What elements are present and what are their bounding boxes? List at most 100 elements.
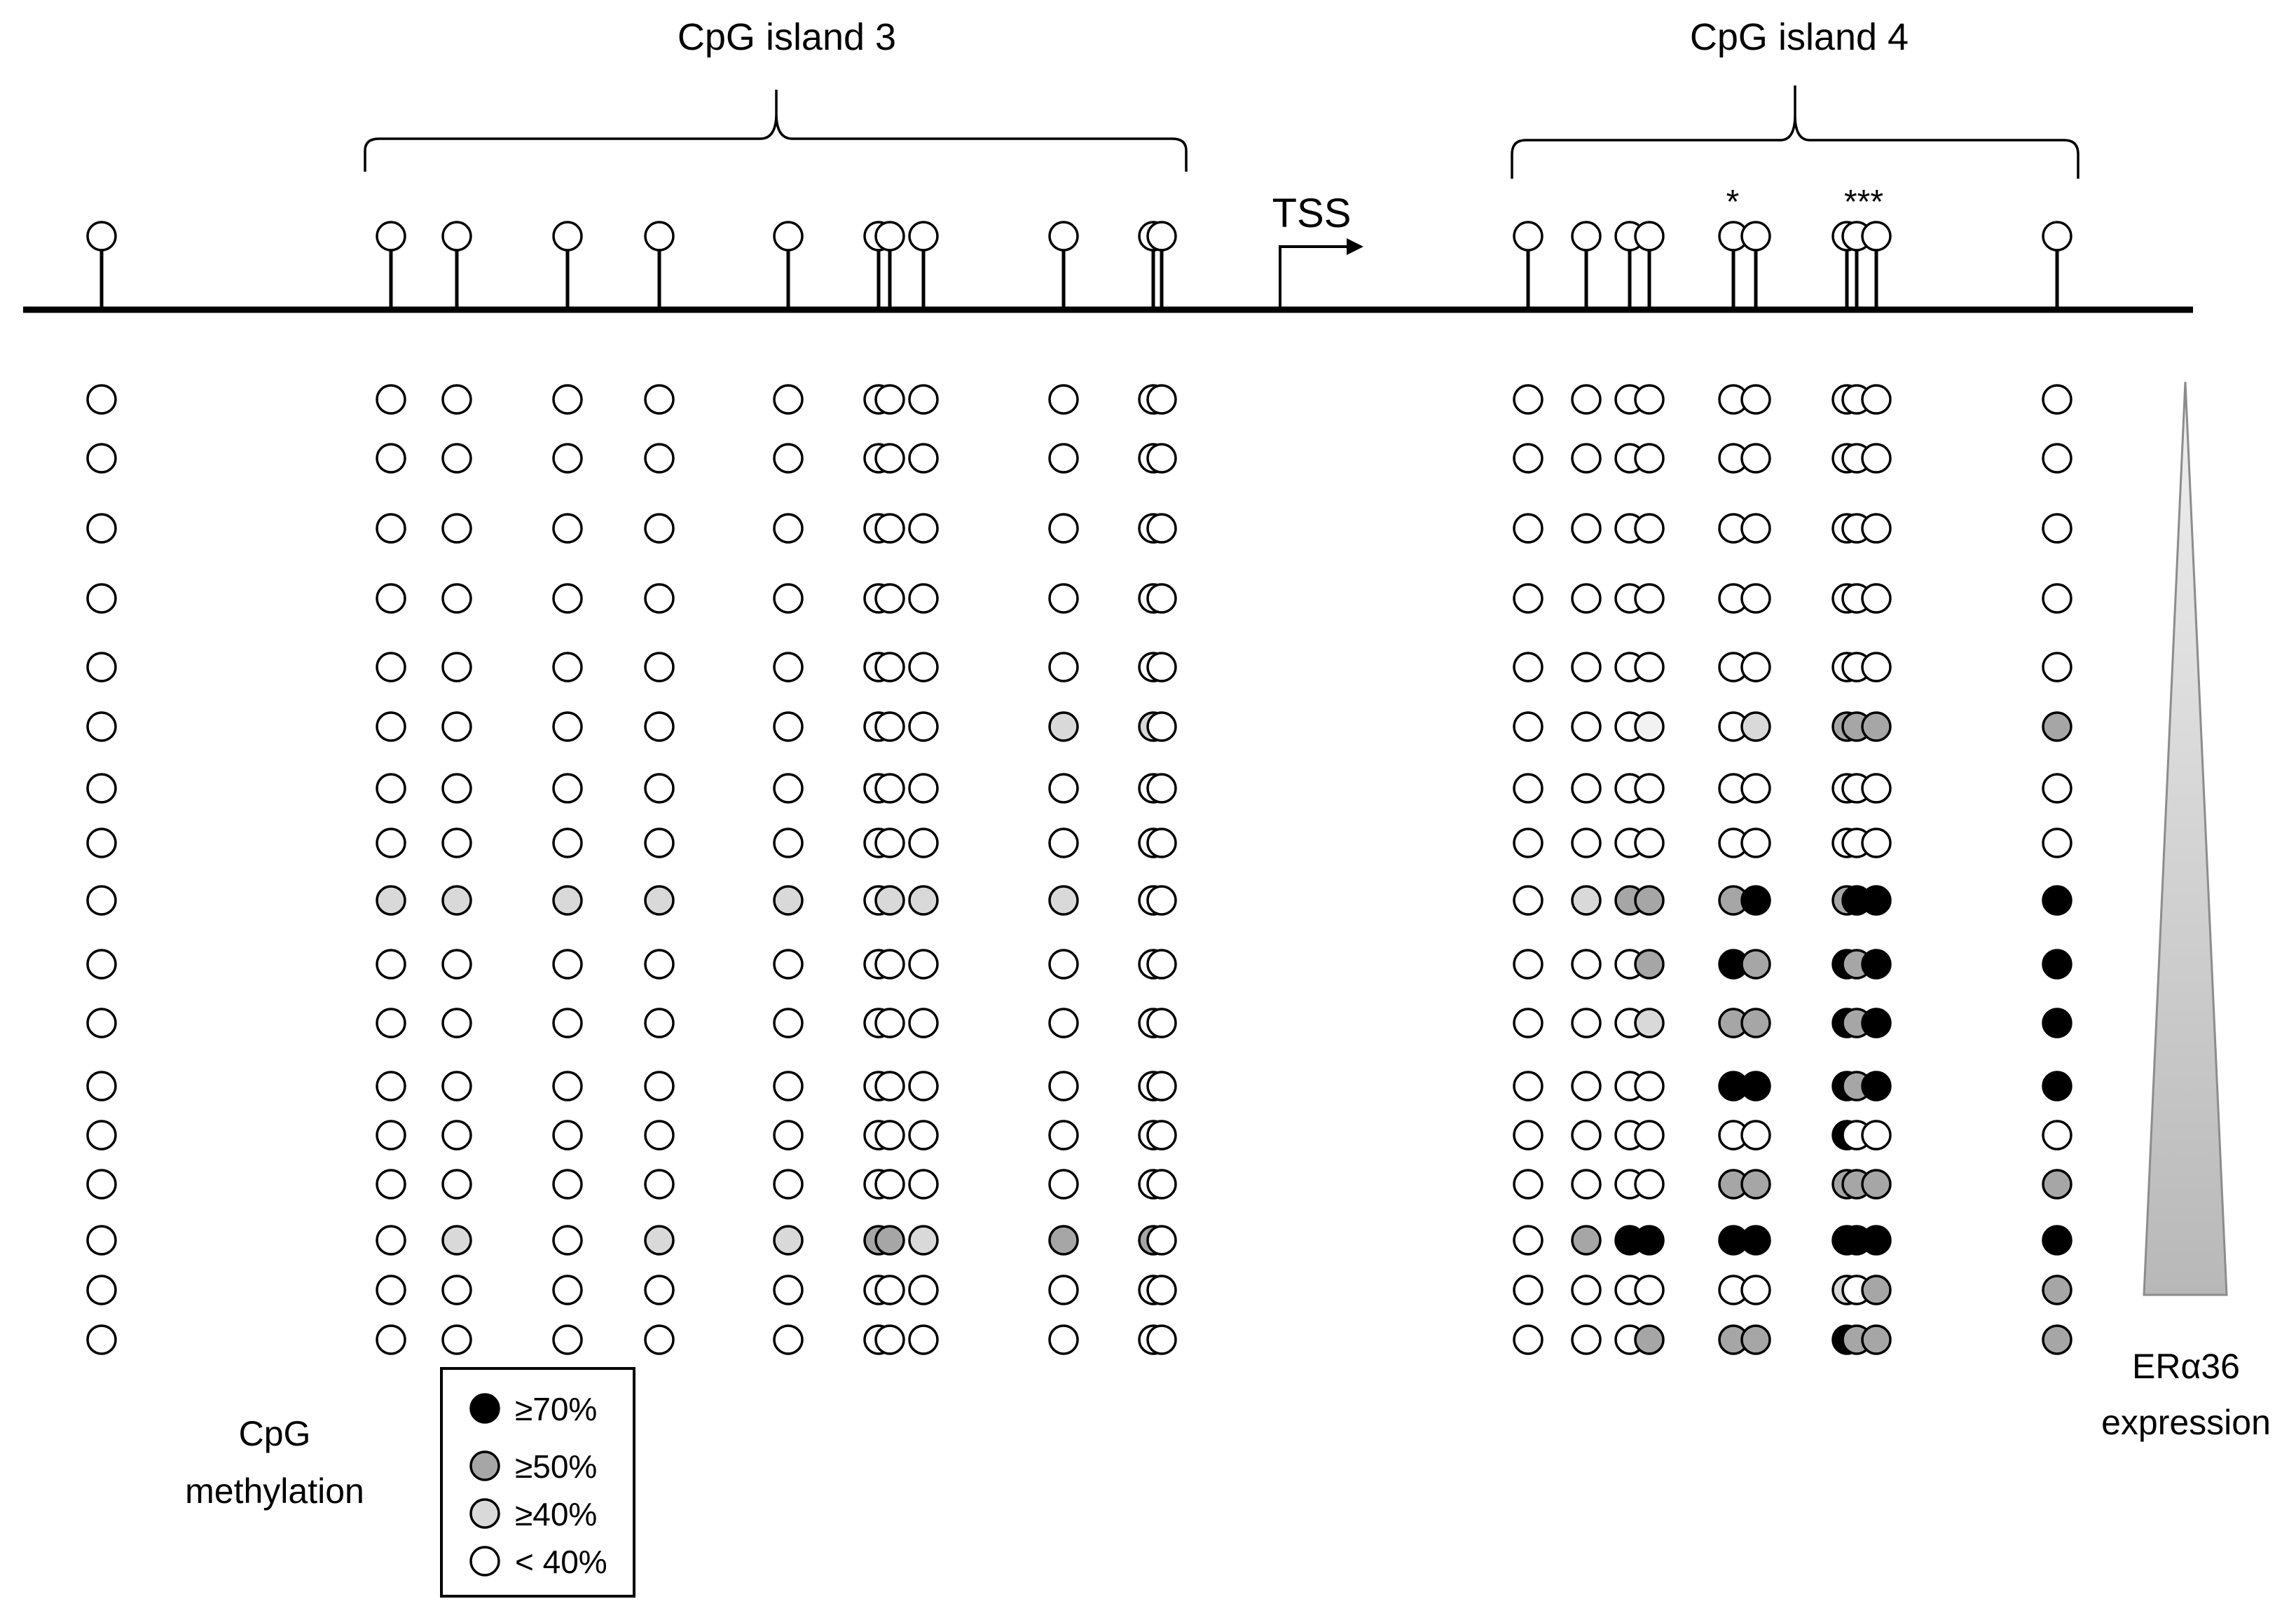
methylation-circle: [1861, 885, 1892, 916]
methylation-circle: [874, 828, 905, 858]
cpg-site-head: [1740, 221, 1771, 252]
methylation-circle: [1740, 583, 1771, 614]
legend-swatch-dark: [469, 1450, 500, 1481]
methylation-circle: [1048, 583, 1079, 614]
cpg-site-head: [908, 221, 939, 252]
methylation-circle: [86, 1120, 117, 1151]
methylation-circle: [1571, 1275, 1602, 1305]
methylation-circle: [441, 384, 472, 415]
methylation-circle: [441, 513, 472, 544]
methylation-circle: [644, 1275, 675, 1305]
methylation-circle: [908, 1008, 939, 1038]
methylation-circle: [1740, 1071, 1771, 1101]
methylation-circle: [2042, 949, 2072, 980]
methylation-circle: [376, 828, 406, 858]
methylation-circle: [1861, 711, 1892, 742]
methylation-circle: [874, 652, 905, 682]
methylation-circle: [1513, 652, 1544, 682]
methylation-circle: [1740, 828, 1771, 858]
legend-label-light: ≥40%: [515, 1496, 597, 1532]
methylation-circle: [441, 1071, 472, 1101]
cpg-site-head: [1146, 221, 1177, 252]
methylation-circle: [441, 773, 472, 804]
legend-label-black: ≥70%: [515, 1391, 597, 1427]
methylation-circle: [1146, 1008, 1177, 1038]
methylation-circle: [1861, 1008, 1892, 1038]
methylation-circle: [1146, 885, 1177, 916]
methylation-circle: [773, 1120, 804, 1151]
cpg-site-head: [1048, 221, 1079, 252]
methylation-circle: [2042, 1225, 2072, 1256]
methylation-circle: [644, 384, 675, 415]
methylation-circle: [552, 1275, 583, 1305]
methylation-circle: [1861, 652, 1892, 682]
methylation-circle: [1048, 1225, 1079, 1256]
legend-entries: ≥70%≥50%≥40%< 40%: [469, 1391, 607, 1580]
methylation-circle: [644, 1225, 675, 1256]
methylation-circle: [552, 1008, 583, 1038]
methylation-circle: [1571, 513, 1602, 544]
methylation-circle: [1048, 1120, 1079, 1151]
methylation-circle: [1861, 949, 1892, 980]
methylation-circle: [773, 1275, 804, 1305]
methylation-circle: [1634, 1008, 1665, 1038]
methylation-circle: [1861, 773, 1892, 804]
methylation-circle: [376, 652, 406, 682]
methylation-circle: [1146, 1071, 1177, 1101]
methylation-circle: [644, 583, 675, 614]
tss-arrowhead: [1347, 238, 1363, 255]
methylation-circle: [874, 1275, 905, 1305]
methylation-circle: [644, 773, 675, 804]
methylation-circle: [86, 949, 117, 980]
legend-swatch-black: [469, 1393, 500, 1424]
methylation-circle: [1861, 384, 1892, 415]
methylation-circle: [86, 1169, 117, 1200]
methylation-circle: [1740, 1008, 1771, 1038]
methylation-circle: [552, 711, 583, 742]
methylation-circle: [1513, 828, 1544, 858]
methylation-circle: [441, 885, 472, 916]
methylation-circle: [644, 1008, 675, 1038]
methylation-circle: [1634, 1275, 1665, 1305]
methylation-circle: [1740, 513, 1771, 544]
methylation-circle: [1146, 711, 1177, 742]
expression-label-line1: ERα36: [2132, 1347, 2240, 1386]
methylation-rows: [86, 384, 2072, 1355]
methylation-circle: [908, 1120, 939, 1151]
methylation-circle: [376, 1324, 406, 1355]
methylation-circle: [1146, 384, 1177, 415]
methylation-circle: [552, 1071, 583, 1101]
methylation-circle: [1146, 828, 1177, 858]
cpg-site-head: [1513, 221, 1544, 252]
island-3-brace: [364, 90, 1188, 172]
methylation-circle: [1740, 1275, 1771, 1305]
methylation-circle: [644, 443, 675, 474]
methylation-circle: [874, 1071, 905, 1101]
methylation-circle: [86, 1324, 117, 1355]
legend-label-white: < 40%: [515, 1544, 607, 1580]
methylation-circle: [1571, 1071, 1602, 1101]
methylation-circle: [1048, 443, 1079, 474]
methylation-circle: [441, 1008, 472, 1038]
methylation-circle: [1146, 513, 1177, 544]
methylation-circle: [1513, 583, 1544, 614]
methylation-circle: [644, 885, 675, 916]
methylation-circle: [1571, 1169, 1602, 1200]
methylation-circle: [86, 885, 117, 916]
methylation-circle: [376, 1275, 406, 1305]
methylation-circle: [1634, 1120, 1665, 1151]
methylation-circle: [1513, 443, 1544, 474]
methylation-circle: [908, 1324, 939, 1355]
methylation-circle: [1571, 1324, 1602, 1355]
methylation-circle: [552, 949, 583, 980]
methylation-circle: [1740, 773, 1771, 804]
methylation-circle: [1740, 1169, 1771, 1200]
methylation-circle: [552, 583, 583, 614]
methylation-circle: [1861, 583, 1892, 614]
methylation-circle: [1513, 885, 1544, 916]
methylation-circle: [908, 652, 939, 682]
methylation-circle: [874, 885, 905, 916]
methylation-circle: [908, 1225, 939, 1256]
methylation-circle: [1740, 1225, 1771, 1256]
methylation-circle: [552, 1120, 583, 1151]
